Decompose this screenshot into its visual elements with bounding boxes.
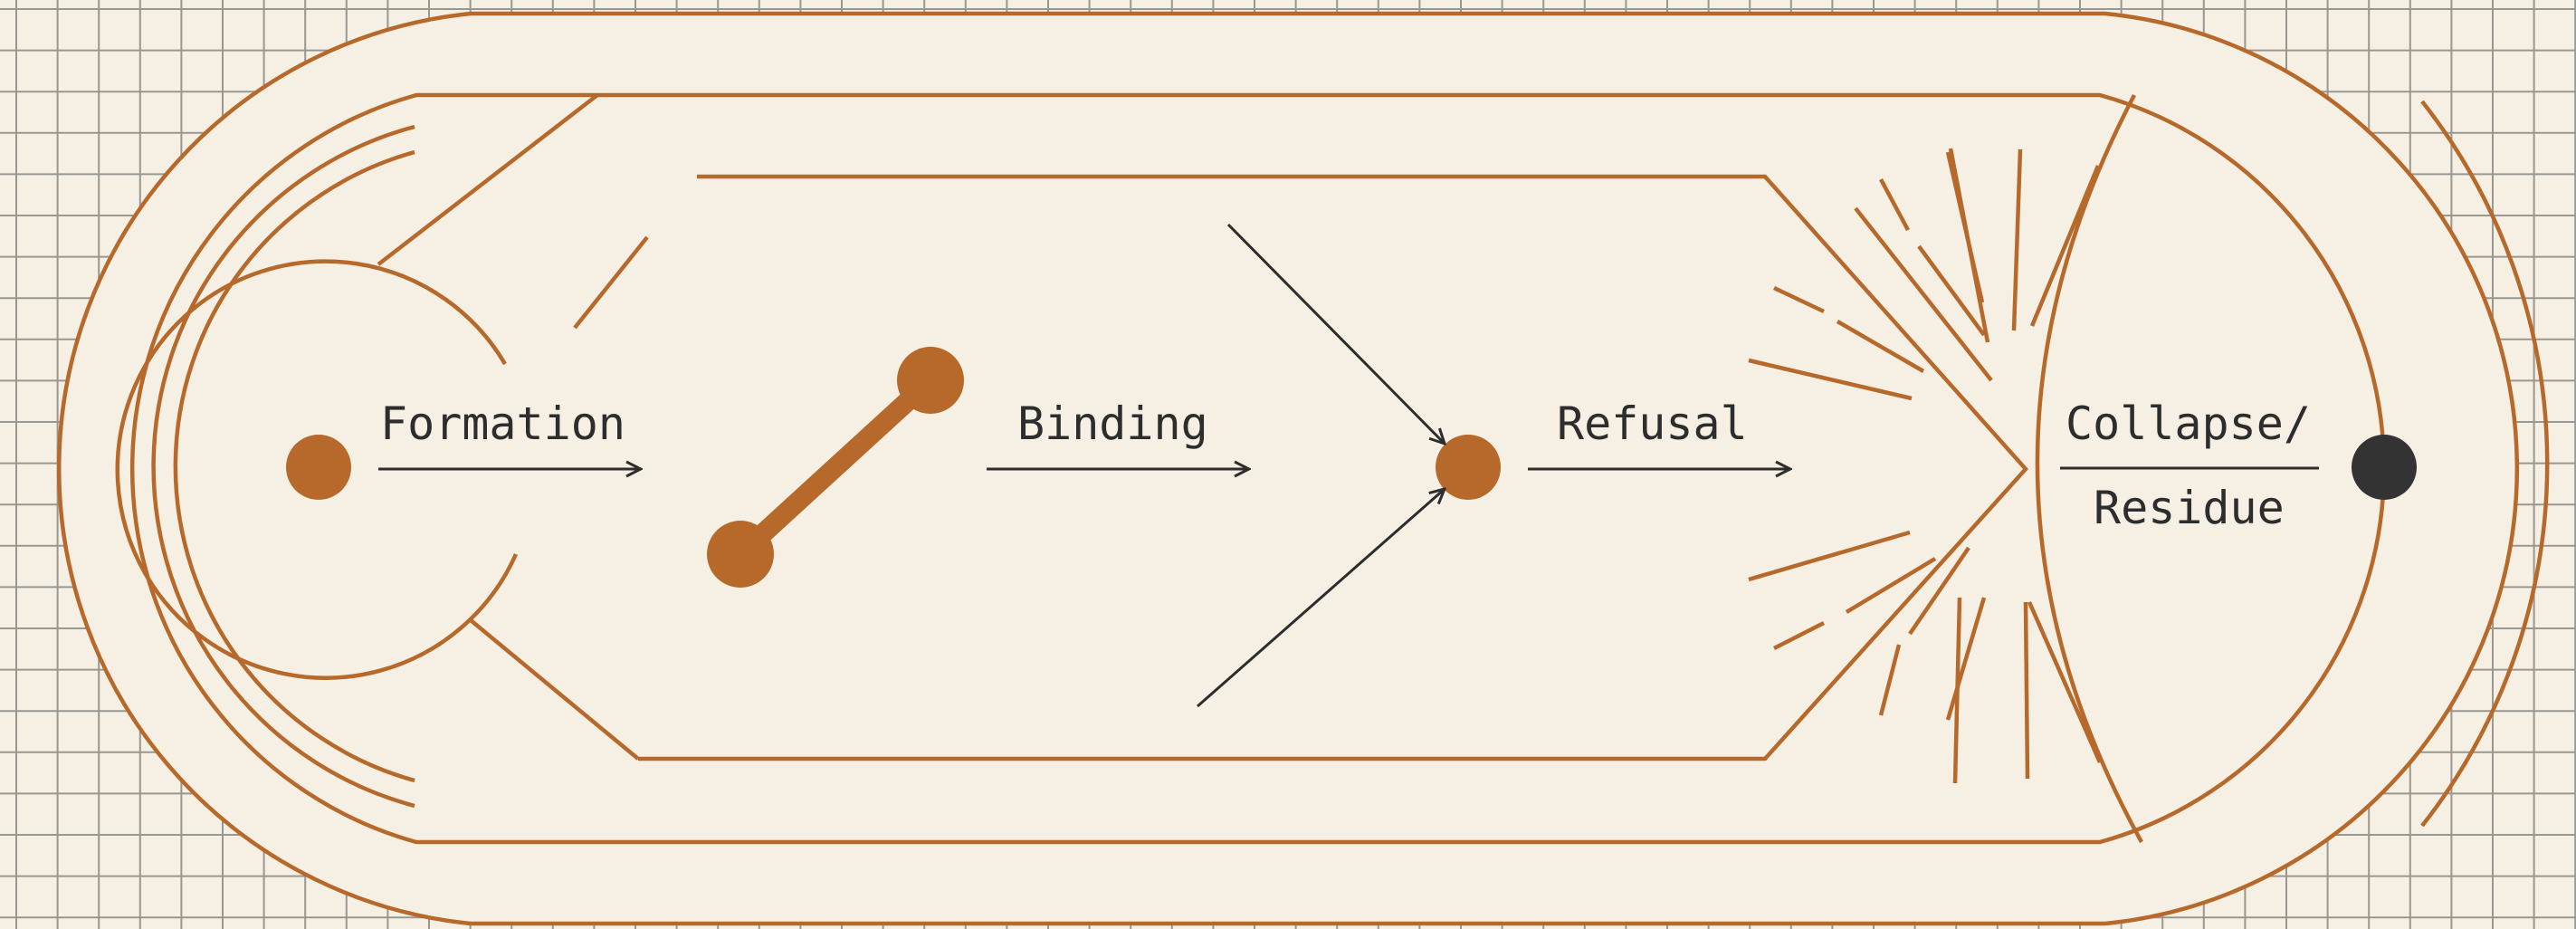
refusal-label: Refusal (1557, 397, 1748, 450)
converging-arrow-upper (1226, 223, 1445, 444)
outer-track (56, 11, 2550, 926)
residue-dot (2352, 435, 2417, 500)
collapse-cap-arc (2035, 93, 2143, 844)
connector-lines (377, 93, 649, 761)
binding-label: Binding (1017, 397, 1208, 450)
collapse-label: Collapse/ (2066, 397, 2311, 450)
binding-molecule (707, 347, 964, 588)
inner-frame (638, 174, 2029, 761)
formation-dot (286, 435, 351, 500)
formation-label: Formation (380, 397, 625, 450)
residue-label: Residue (2094, 482, 2285, 534)
formation-ring (115, 259, 519, 680)
converging-arrows (1197, 223, 1445, 708)
track-fill (59, 14, 2517, 924)
burst-lines (1748, 148, 2103, 784)
refusal-dot (1436, 435, 1501, 500)
converging-arrow-lower (1197, 489, 1445, 708)
left-arcs (151, 124, 415, 809)
